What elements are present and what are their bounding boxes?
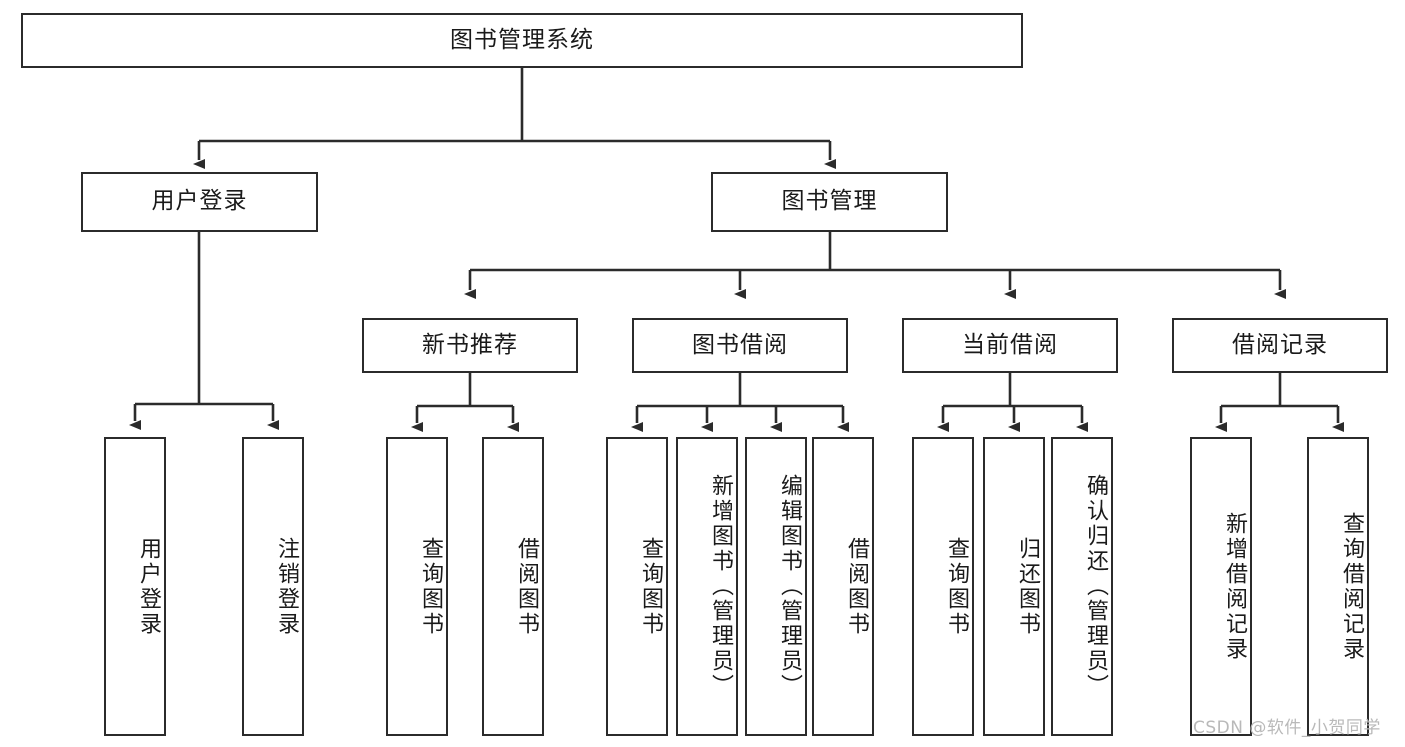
node-user-login-label: 用户登录 [151, 188, 248, 215]
node-leaf-confirm-return-label: 确认归还（管理员） [1083, 474, 1108, 699]
node-current-borrow-label: 当前借阅 [962, 331, 1058, 358]
node-borrow-record-label: 借阅记录 [1232, 331, 1328, 358]
node-leaf-borrow-book-2-label: 借阅图书 [844, 536, 869, 637]
node-user-login[interactable]: 用户登录 [81, 172, 318, 232]
node-book-manage-label: 图书管理 [781, 188, 878, 215]
node-leaf-add-record[interactable]: 新增借阅记录 [1190, 437, 1252, 736]
node-book-borrow[interactable]: 图书借阅 [632, 318, 848, 373]
node-leaf-query-book-3[interactable]: 查询图书 [912, 437, 974, 736]
node-leaf-query-book-2-label: 查询图书 [638, 536, 663, 637]
node-current-borrow[interactable]: 当前借阅 [902, 318, 1118, 373]
node-book-borrow-label: 图书借阅 [692, 331, 788, 358]
node-leaf-query-record-label: 查询借阅记录 [1339, 511, 1364, 662]
node-new-book-recommend-label: 新书推荐 [422, 331, 518, 358]
node-leaf-logout-label: 注销登录 [274, 536, 299, 637]
node-new-book-recommend[interactable]: 新书推荐 [362, 318, 578, 373]
node-leaf-edit-book-label: 编辑图书（管理员） [777, 474, 802, 699]
csdn-watermark: CSDN @软件_小贺同学 [1193, 718, 1381, 738]
node-leaf-add-record-label: 新增借阅记录 [1222, 511, 1247, 662]
node-leaf-add-book-label: 新增图书（管理员） [708, 474, 733, 699]
node-borrow-record[interactable]: 借阅记录 [1172, 318, 1388, 373]
node-book-manage[interactable]: 图书管理 [711, 172, 948, 232]
node-leaf-return-book-label: 归还图书 [1015, 536, 1040, 637]
node-leaf-add-book[interactable]: 新增图书（管理员） [676, 437, 738, 736]
node-leaf-edit-book[interactable]: 编辑图书（管理员） [745, 437, 807, 736]
node-root-label: 图书管理系统 [450, 26, 594, 53]
node-leaf-user-login[interactable]: 用户登录 [104, 437, 166, 736]
node-leaf-query-book-1-label: 查询图书 [418, 536, 443, 637]
node-leaf-return-book[interactable]: 归还图书 [983, 437, 1045, 736]
node-leaf-query-record[interactable]: 查询借阅记录 [1307, 437, 1369, 736]
node-leaf-query-book-1[interactable]: 查询图书 [386, 437, 448, 736]
node-leaf-borrow-book-1-label: 借阅图书 [514, 536, 539, 637]
node-leaf-borrow-book-2[interactable]: 借阅图书 [812, 437, 874, 736]
node-leaf-query-book-3-label: 查询图书 [944, 536, 969, 637]
node-leaf-query-book-2[interactable]: 查询图书 [606, 437, 668, 736]
node-leaf-borrow-book-1[interactable]: 借阅图书 [482, 437, 544, 736]
node-root[interactable]: 图书管理系统 [21, 13, 1023, 68]
node-leaf-user-login-label: 用户登录 [136, 536, 161, 637]
node-leaf-confirm-return[interactable]: 确认归还（管理员） [1051, 437, 1113, 736]
node-leaf-logout[interactable]: 注销登录 [242, 437, 304, 736]
